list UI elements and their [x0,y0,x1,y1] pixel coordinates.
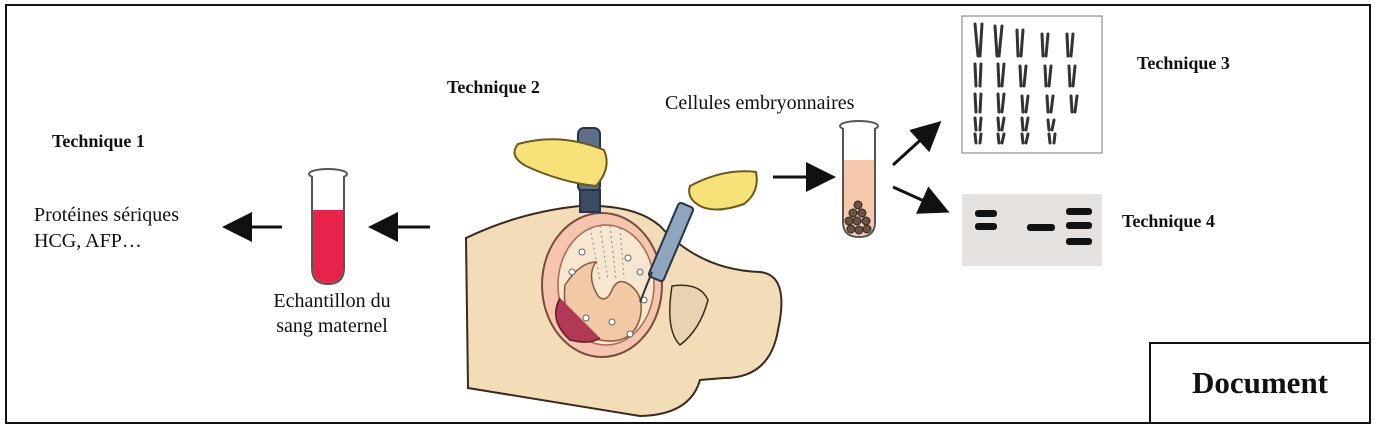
technique-1-label: Technique 1 [52,131,145,151]
technique-3-label: Technique 3 [1137,53,1230,73]
embryo-cells-label: Cellules embryonnaires [665,92,855,114]
document-label: Document [1191,365,1329,400]
amniocentesis-illustration [464,127,783,418]
technique-2-label: Technique 2 [447,77,540,97]
hcg-afp-label: HCG, AFP… [34,230,142,252]
arrow-to-karyotype [891,120,942,167]
arrow-to-gel [892,185,950,214]
document-label-box: Document [1149,342,1371,424]
blood-test-tube [308,168,348,286]
blood-sample-label-2: sang maternel [276,315,388,337]
technique-4-label: Technique 4 [1122,211,1215,231]
blood-sample-label-1: Echantillon du [273,290,391,312]
cells-test-tube [839,120,879,239]
figure-frame [5,4,1371,424]
serum-proteins-label: Protéines sériques [34,204,179,226]
karyotype-image [961,15,1103,154]
electrophoresis-gel [962,194,1102,266]
